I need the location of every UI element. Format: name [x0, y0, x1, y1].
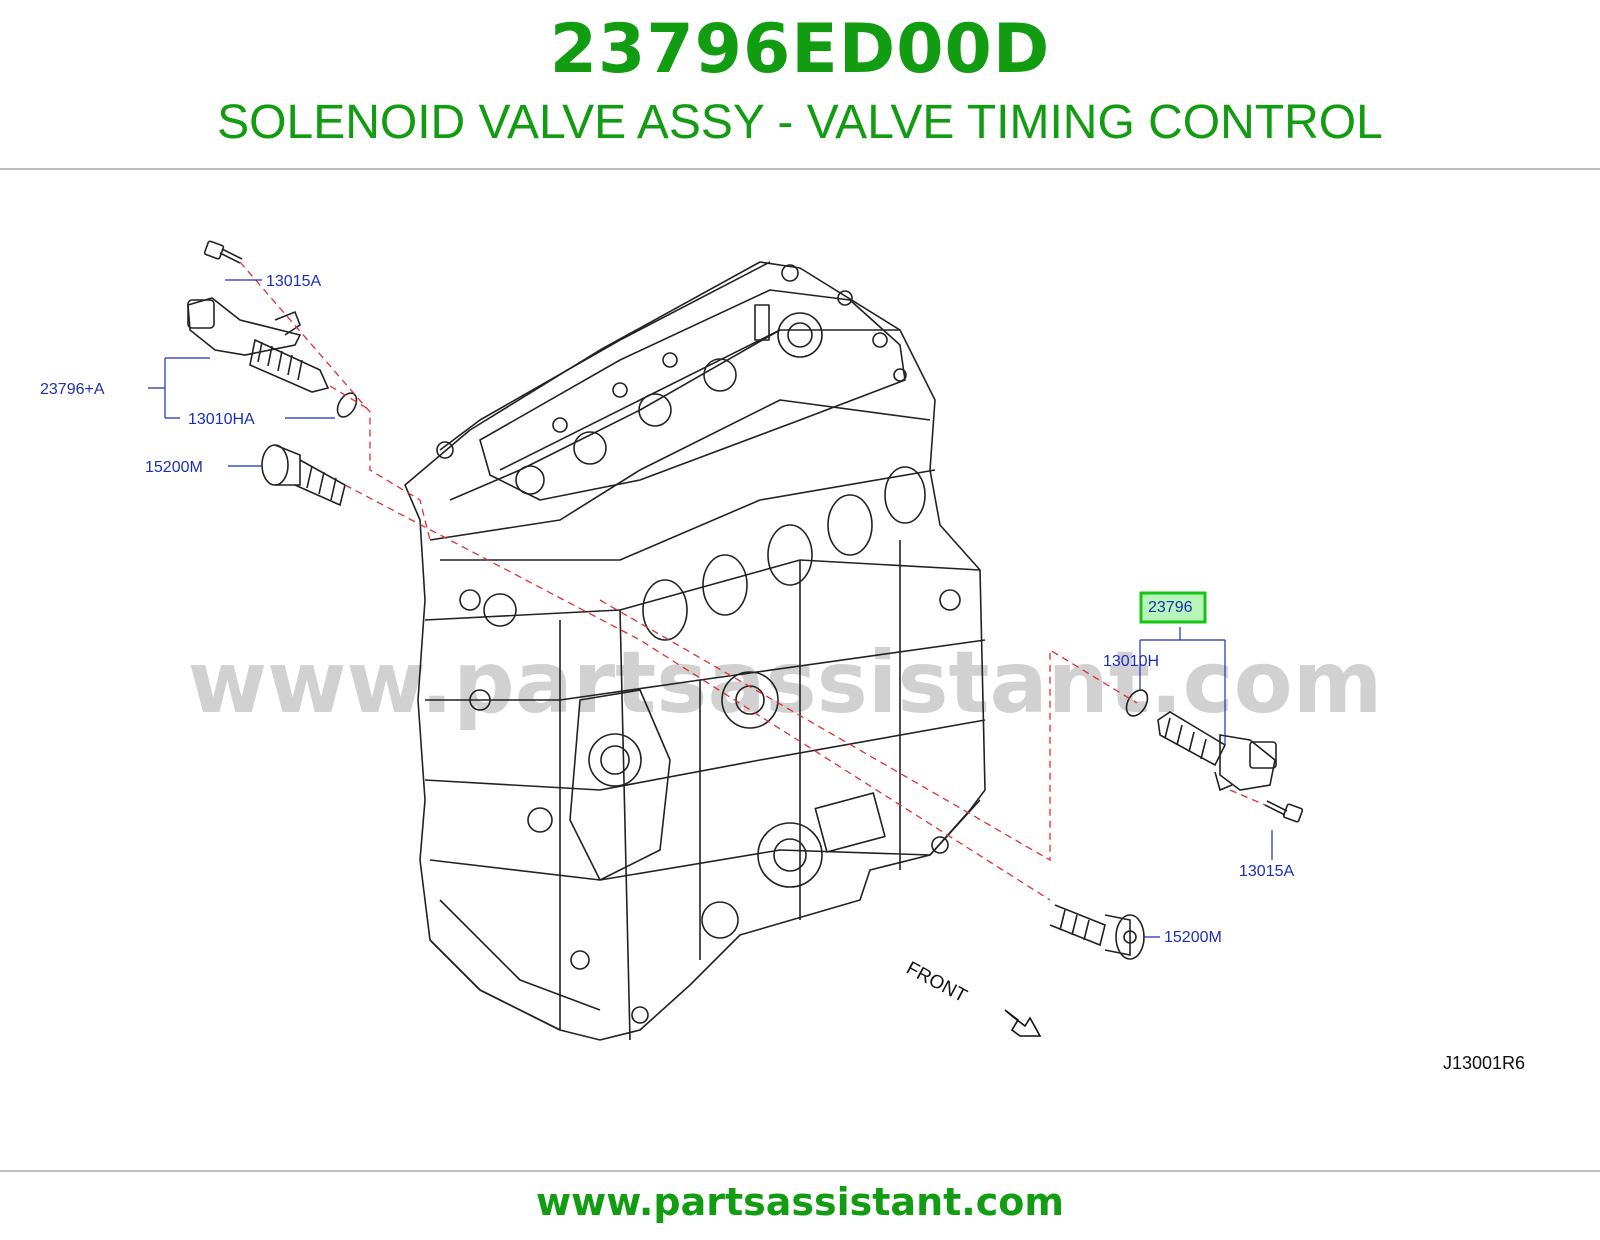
callout-filter-left[interactable]: 15200M	[145, 459, 203, 476]
bottom-divider	[0, 1170, 1600, 1172]
engine-block	[404, 261, 986, 1041]
selected-part-highlight[interactable]	[1139, 591, 1207, 624]
top-divider	[0, 168, 1600, 170]
front-arrow-icon	[1004, 1009, 1042, 1037]
callout-solenoid-right[interactable]: 23796	[1148, 599, 1193, 616]
solenoid-right-icon	[1157, 711, 1277, 792]
footer-url[interactable]: www.partsassistant.com	[536, 1180, 1064, 1224]
solenoid-left-icon	[187, 297, 330, 393]
left-solenoid-group	[187, 240, 358, 507]
bolt-left-icon	[203, 240, 243, 264]
callout-oring-left[interactable]: 13010HA	[188, 411, 255, 428]
bolt-right-icon	[1264, 800, 1304, 823]
oring-left-icon	[336, 392, 358, 418]
callout-solenoid-left[interactable]: 23796+A	[40, 381, 105, 398]
callout-bolt-left[interactable]: 13015A	[266, 273, 321, 290]
filter-left-icon	[261, 444, 346, 507]
page-header: 23796ED00D SOLENOID VALVE ASSY - VALVE T…	[0, 0, 1600, 170]
figure-code: J13001R6	[1443, 1053, 1525, 1073]
callout-oring-right[interactable]: 13010H	[1103, 653, 1159, 670]
callout-bolt-right[interactable]: 13015A	[1239, 863, 1294, 880]
part-description: SOLENOID VALVE ASSY - VALVE TIMING CONTR…	[217, 96, 1383, 149]
watermark-text: www.partsassistant.com	[188, 633, 1383, 733]
front-label: FRONT	[903, 958, 971, 1007]
right-solenoid-group	[1049, 689, 1304, 960]
part-number-title: 23796ED00D	[549, 10, 1051, 89]
callout-leaders	[148, 279, 1273, 938]
filter-right-icon	[1049, 904, 1145, 960]
parts-diagram: www.partsassistant.com	[40, 240, 1525, 1073]
leader-lines	[239, 261, 1266, 901]
callout-filter-right[interactable]: 15200M	[1164, 929, 1222, 946]
